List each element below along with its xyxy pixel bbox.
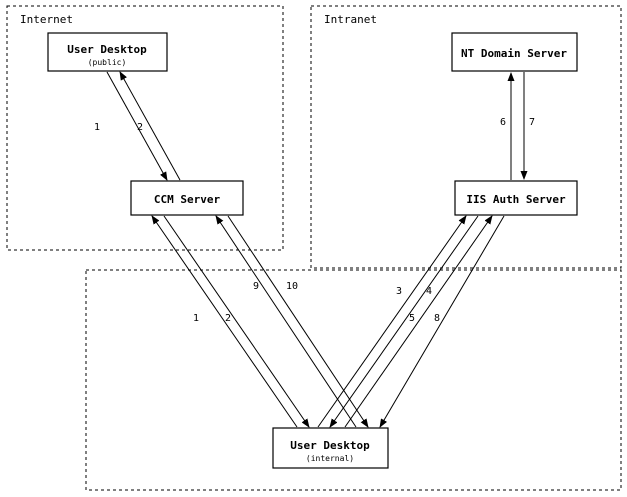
node-nt-domain-server[interactable]: NT Domain Server	[451, 32, 578, 72]
edge-label-2-public: 2	[137, 122, 143, 133]
node-iis-auth-server[interactable]: IIS Auth Server	[454, 180, 578, 216]
edge-label-3: 3	[396, 286, 402, 297]
flow-line-3	[317, 215, 467, 428]
flow-line-8	[379, 215, 505, 428]
node-iis-auth-server-box[interactable]	[454, 180, 578, 216]
edge-label-7: 7	[529, 117, 535, 128]
node-nt-domain-server-box[interactable]	[451, 32, 578, 72]
zone-internal-border	[85, 269, 622, 491]
zone-intranet: Intranet	[310, 5, 622, 269]
flow-line-2-internal	[163, 215, 310, 428]
edge-label-1-public: 1	[94, 122, 100, 133]
zone-intranet-label: Intranet	[324, 13, 377, 26]
node-user-desktop-internal[interactable]: User Desktop (internal)	[272, 427, 389, 469]
edge-label-9: 9	[253, 281, 259, 292]
node-ccm-server-title: CCM Server	[154, 193, 221, 206]
flow-line-10	[227, 215, 369, 428]
edge-label-10: 10	[286, 281, 298, 292]
edge-label-5: 5	[409, 313, 415, 324]
node-iis-auth-server-title: IIS Auth Server	[466, 193, 566, 206]
flow-line-1-internal	[151, 215, 298, 428]
node-user-desktop-public-subtitle: (public)	[88, 58, 127, 67]
zone-intranet-border	[310, 5, 622, 269]
node-user-desktop-internal-title: User Desktop	[290, 439, 370, 452]
node-ccm-server[interactable]: CCM Server	[130, 180, 244, 216]
node-user-desktop-internal-box[interactable]	[272, 427, 389, 469]
zone-internet: Internet	[6, 5, 284, 251]
edge-label-2-internal: 2	[225, 313, 231, 324]
edge-label-1-internal: 1	[193, 313, 199, 324]
flow-line-5	[344, 215, 493, 428]
node-ccm-server-box[interactable]	[130, 180, 244, 216]
zone-internal	[85, 269, 622, 491]
edge-label-4: 4	[426, 286, 432, 297]
node-user-desktop-public-title: User Desktop	[67, 43, 147, 56]
node-nt-domain-server-title: NT Domain Server	[461, 47, 567, 60]
zone-internet-border	[6, 5, 284, 251]
edge-label-8: 8	[434, 313, 440, 324]
node-user-desktop-internal-subtitle: (internal)	[306, 454, 354, 463]
node-user-desktop-public-box[interactable]	[47, 32, 168, 72]
flow-line-4	[329, 215, 479, 428]
flow-line-2-public	[119, 71, 181, 181]
node-user-desktop-public[interactable]: User Desktop (public)	[47, 32, 168, 72]
zone-internet-label: Internet	[20, 13, 73, 26]
edge-label-6: 6	[500, 117, 506, 128]
flow-line-1-public	[106, 71, 168, 181]
flow-line-9	[215, 215, 357, 428]
